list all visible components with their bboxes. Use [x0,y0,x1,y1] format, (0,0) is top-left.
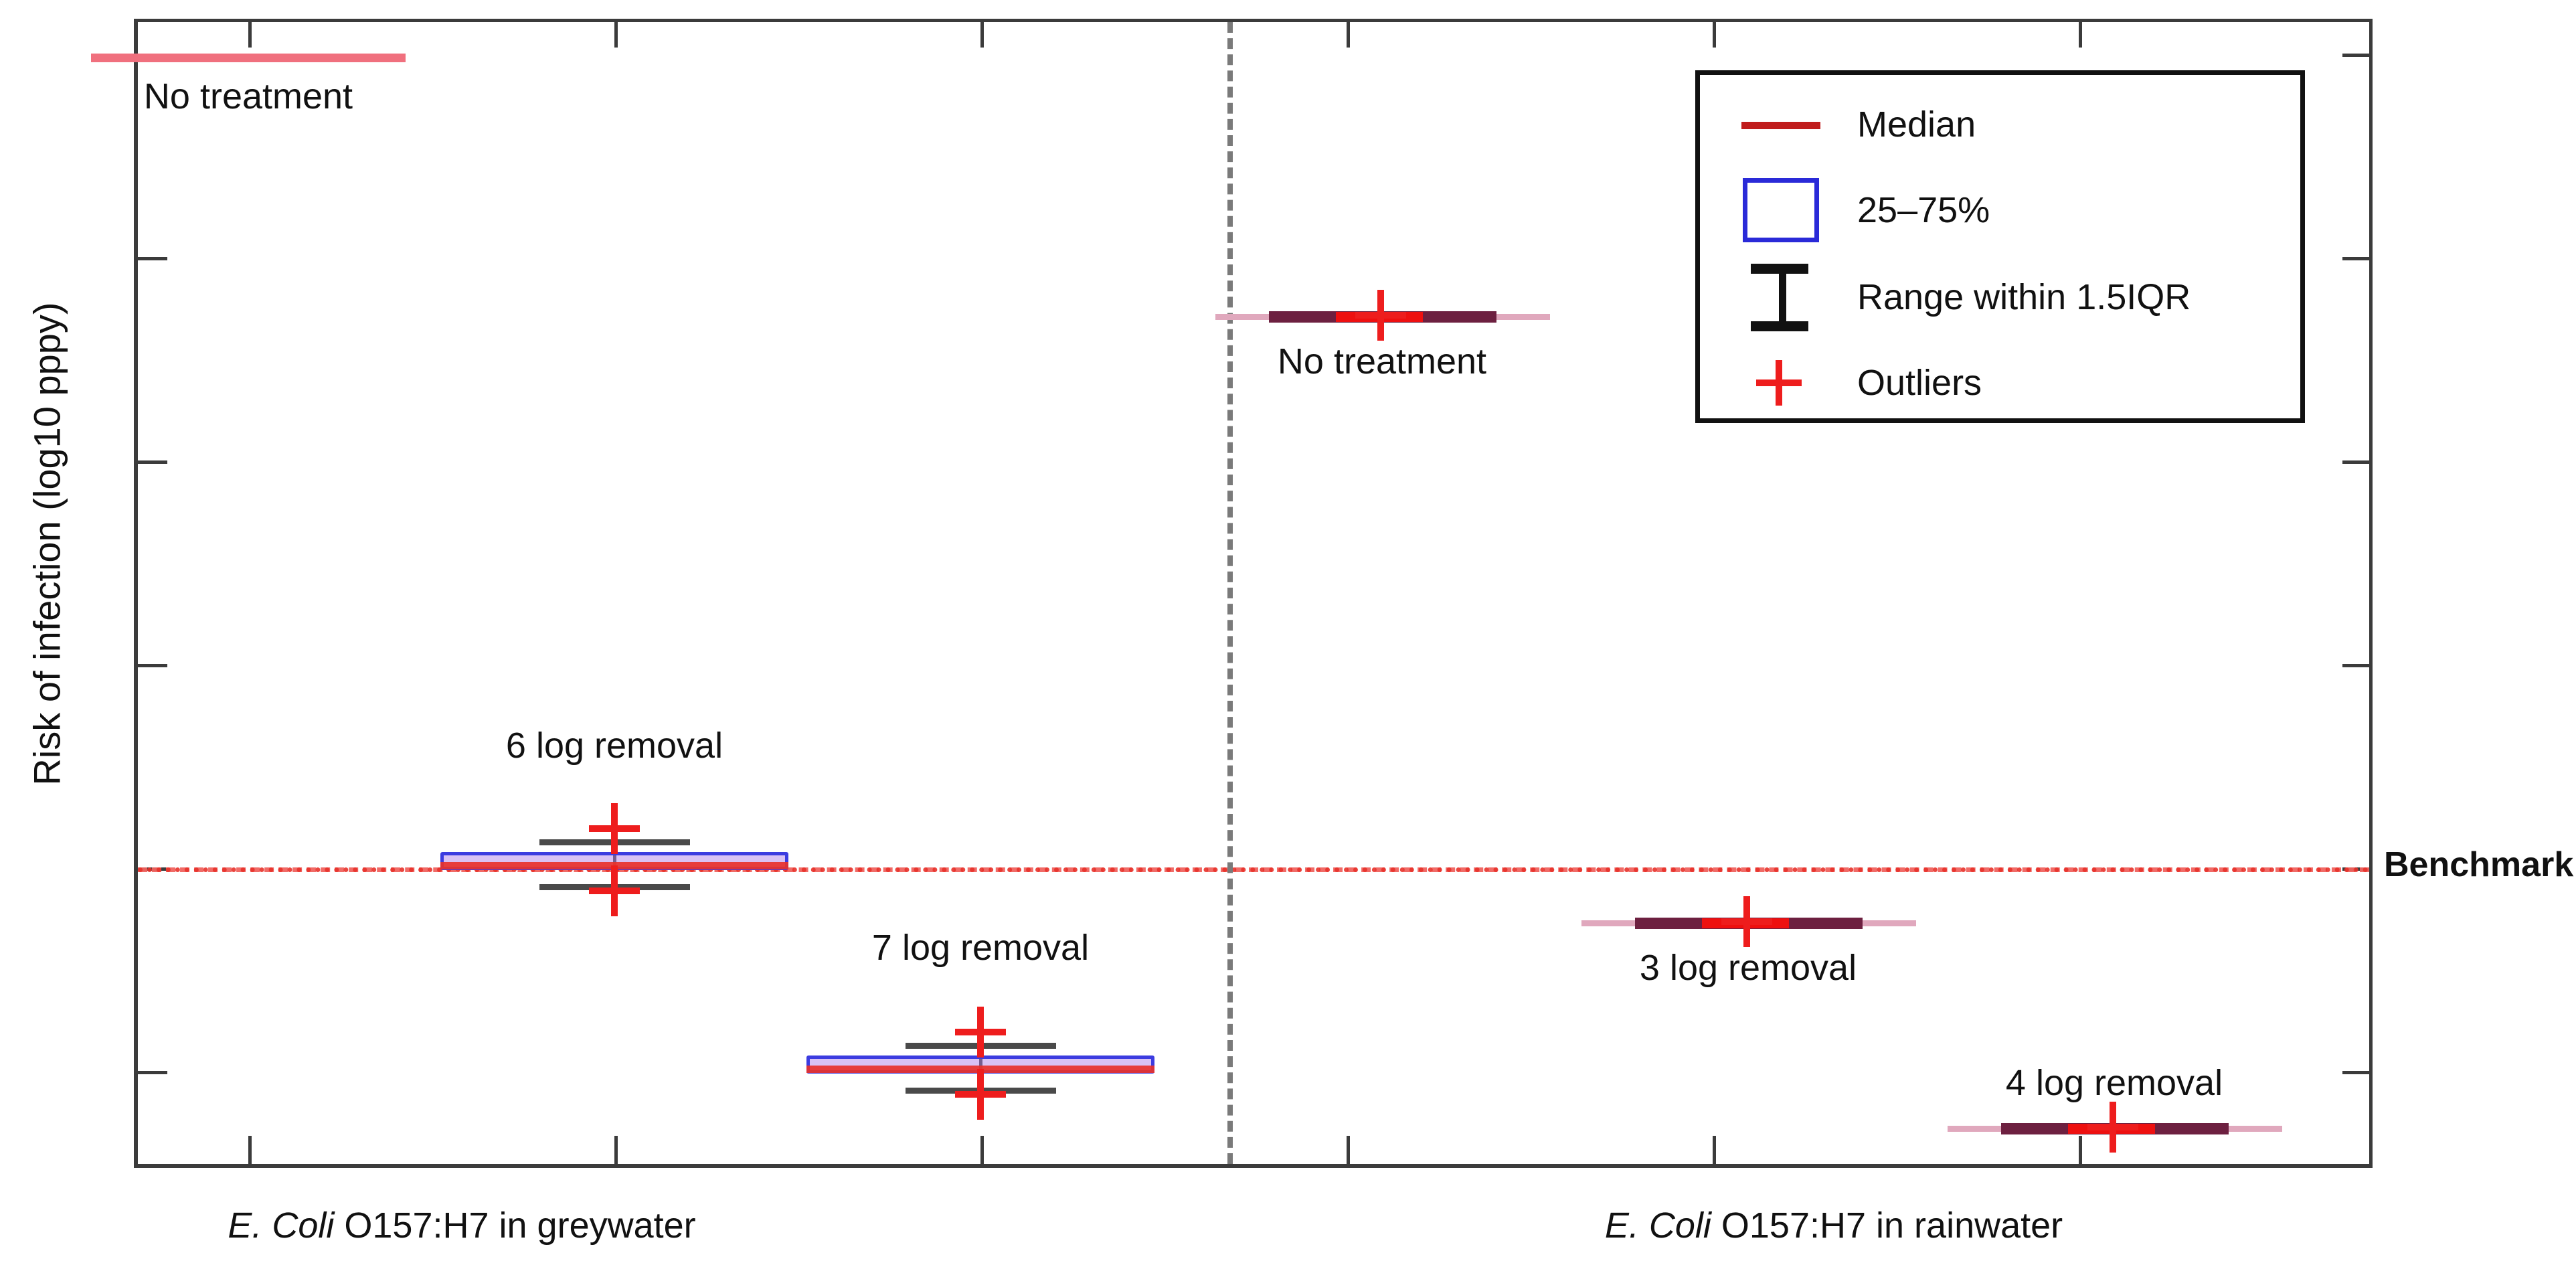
x-tick-mark-2 [980,1136,984,1164]
y-tick-mark-5 [138,1071,167,1074]
x-tick-mark-top-2 [980,22,984,48]
x-tick-mark-top-3 [1347,22,1350,48]
legend: Median 25–75% Range within 1.5IQR Outlie… [1695,70,2305,423]
legend-label-iqr-box: 25–75% [1857,190,1990,230]
x-tick-mark-top-4 [1713,22,1716,48]
group-label-rainwater: E. Coli O157:H7 in rainwater [1466,1205,2202,1246]
box-whisker-line [979,1018,982,1105]
series-label-rainwater-4-log: 4 log removal [2005,1063,2223,1103]
series-label-greywater-6-log: 6 log removal [505,726,723,766]
series-label-rainwater-no-treatment: No treatment [1277,341,1487,382]
legend-entry-outliers[interactable]: Outliers [1700,343,2300,423]
legend-label-outliers: Outliers [1857,363,1982,403]
whisker-bar-icon [1735,257,1825,337]
benchmark-label: Benchmark [2384,845,2574,884]
group-label-greywater: E. Coli O157:H7 in greywater [94,1205,830,1246]
x-tick-mark-top-0 [248,22,252,48]
x-tick-mark-1 [614,1136,618,1164]
series-label-rainwater-3-log: 3 log removal [1639,948,1857,988]
box-rect-icon [1735,170,1825,250]
group-divider-line [1227,22,1233,1164]
y-tick-mark-1 [138,257,167,260]
box-median-flat [91,54,406,62]
y-tick-mark-right-5 [2342,1071,2369,1074]
y-tick-mark-2 [138,460,167,464]
x-tick-mark-4 [1713,1136,1716,1164]
y-tick-mark-3 [138,664,167,667]
group-label-species: E. Coli [228,1205,335,1246]
x-tick-mark-top-1 [614,22,618,48]
median-line-icon [1735,84,1825,165]
legend-label-median: Median [1857,104,1976,145]
box-whisker-line [613,815,616,902]
series-label-greywater-no-treatment: No treatment [143,76,353,116]
group-label-species: E. Coli [1604,1205,1711,1246]
group-label-rest: O157:H7 in greywater [334,1205,696,1246]
y-tick-mark-right-3 [2342,664,2369,667]
x-tick-mark-top-5 [2079,22,2082,48]
y-tick-mark-right-1 [2342,257,2369,260]
plus-marker-icon [1735,343,1825,423]
y-tick-mark-right-0 [2342,54,2369,57]
legend-label-range: Range within 1.5IQR [1857,277,2191,317]
y-tick-mark-right-2 [2342,460,2369,464]
legend-entry-iqr-box[interactable]: 25–75% [1700,170,2300,250]
series-label-greywater-7-log: 7 log removal [871,928,1090,968]
group-label-rest: O157:H7 in rainwater [1711,1205,2063,1246]
x-tick-mark-3 [1347,1136,1350,1164]
legend-entry-range[interactable]: Range within 1.5IQR [1700,257,2300,337]
legend-entry-median[interactable]: Median [1700,84,2300,165]
x-tick-mark-5 [2079,1136,2082,1164]
x-tick-mark-0 [248,1136,252,1164]
y-axis-title: Risk of infection (log10 pppy) [25,302,68,786]
benchmark-reference-line-overlay [138,867,2369,872]
